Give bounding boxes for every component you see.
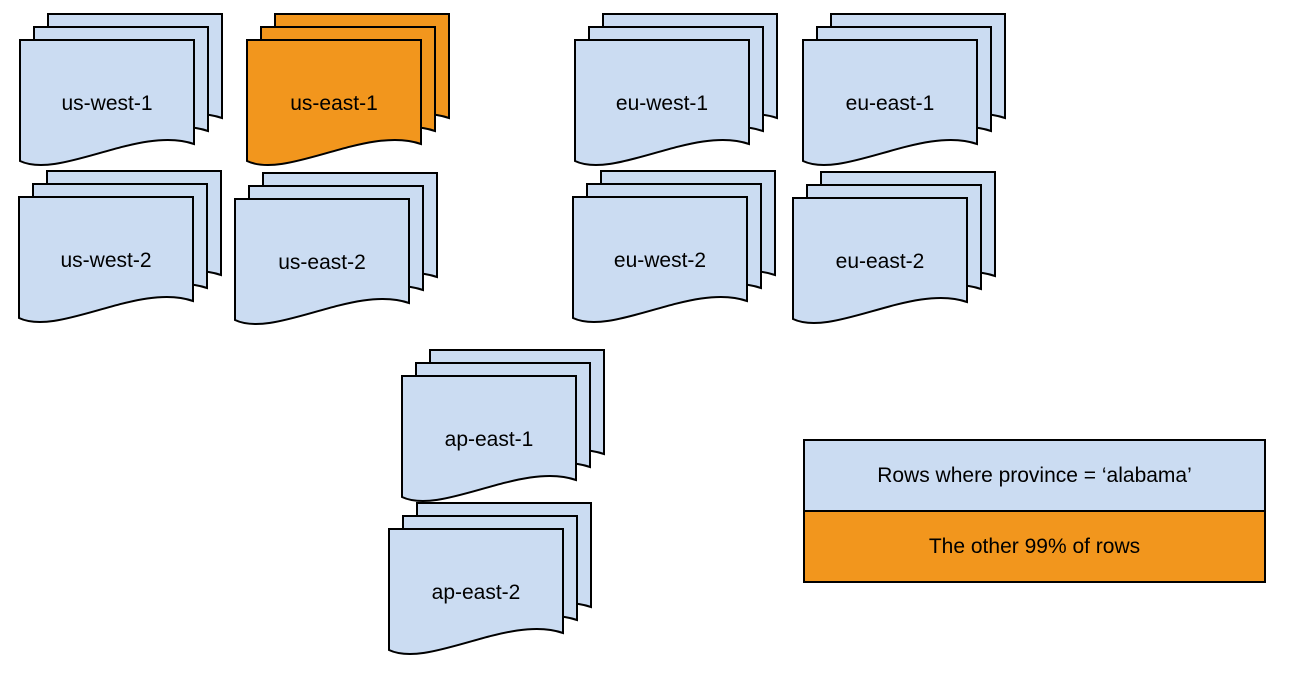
region-stack-eu-east-1: eu-east-1 (802, 13, 1007, 170)
region-label: us-west-1 (61, 91, 153, 115)
document-sheet-icon (388, 528, 564, 656)
document-sheet-icon (574, 39, 750, 167)
legend-item-other-rows: The other 99% of rows (805, 510, 1264, 581)
document-sheet-icon (18, 196, 194, 324)
document-sheet-icon (792, 197, 968, 325)
region-label: us-east-1 (290, 91, 378, 115)
document-sheet-icon (246, 39, 422, 167)
region-stack-ap-east-2: ap-east-2 (388, 502, 593, 659)
region-stack-eu-west-2: eu-west-2 (572, 170, 777, 327)
region-stack-eu-east-2: eu-east-2 (792, 171, 997, 328)
document-sheet-icon (19, 39, 195, 167)
document-sheet-icon (401, 375, 577, 503)
region-stack-ap-east-1: ap-east-1 (401, 349, 606, 506)
legend-item-label: The other 99% of rows (928, 534, 1141, 558)
legend-item-label: Rows where province = ‘alabama’ (877, 463, 1192, 487)
region-label: ap-east-1 (444, 427, 534, 451)
document-sheet-icon (802, 39, 978, 167)
legend-item-province-rows: Rows where province = ‘alabama’ (805, 441, 1264, 510)
region-label: eu-east-1 (845, 91, 935, 115)
region-label: ap-east-2 (431, 580, 521, 604)
legend: Rows where province = ‘alabama’ The othe… (803, 439, 1266, 583)
region-stack-eu-west-1: eu-west-1 (574, 13, 779, 170)
region-label: us-west-2 (60, 248, 152, 272)
region-stack-us-east-1: us-east-1 (246, 13, 451, 170)
region-label: eu-west-2 (613, 248, 707, 272)
region-label: eu-west-1 (615, 91, 709, 115)
region-stack-us-east-2: us-east-2 (234, 172, 439, 329)
region-label: eu-east-2 (835, 249, 925, 273)
region-stack-us-west-2: us-west-2 (18, 170, 223, 327)
document-sheet-icon (572, 196, 748, 324)
document-sheet-icon (234, 198, 410, 326)
region-label: us-east-2 (278, 250, 366, 274)
region-stack-us-west-1: us-west-1 (19, 13, 224, 170)
